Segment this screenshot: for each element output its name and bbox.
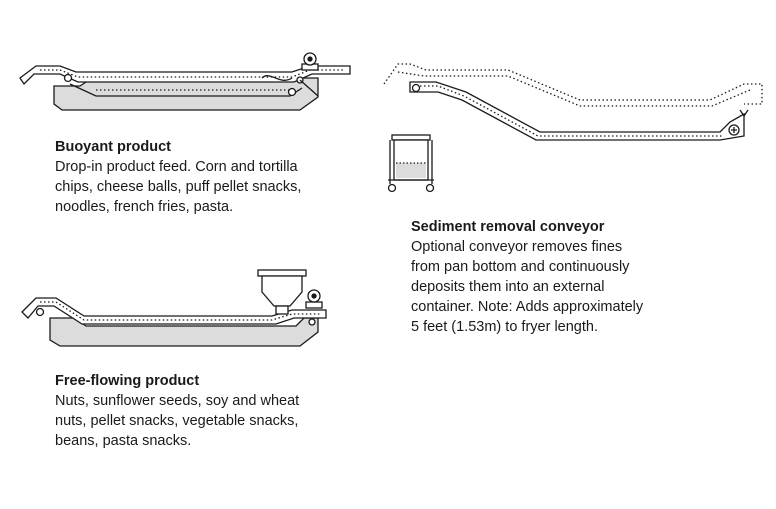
free-flowing-product-caption: Free-flowing product Nuts, sunflower see…	[55, 371, 345, 451]
buoyant-fryer-pan	[53, 77, 319, 111]
free-flowing-product-description: Nuts, sunflower seeds, soy and wheat nut…	[55, 393, 300, 449]
sediment-conveyor-title: Sediment removal conveyor	[411, 219, 605, 235]
buoyant-conveyor-upper	[19, 65, 351, 86]
sediment-conveyor-caption: Sediment removal conveyor Optional conve…	[411, 217, 691, 337]
buoyant-belt-dotted	[40, 69, 344, 78]
buoyant-roller-left	[63, 73, 73, 83]
buoyant-fryer-drawing	[19, 52, 351, 111]
free-flowing-fryer-drawing	[21, 269, 327, 347]
product-hopper-lid	[257, 269, 307, 277]
container-wheel-right	[425, 183, 435, 193]
buoyant-product-title: Buoyant product	[55, 139, 171, 155]
container-lid	[391, 134, 431, 141]
free-flowing-product-title: Free-flowing product	[55, 373, 200, 389]
buoyant-product-description: Drop-in product feed. Corn and tortilla …	[55, 159, 302, 215]
container-wheel-left	[387, 183, 397, 193]
sediment-fryer-outline-dotted	[383, 63, 763, 105]
sediment-conveyor-drawing	[383, 63, 763, 193]
sediment-conveyor-belt	[409, 81, 745, 141]
buoyant-roller-mid	[287, 87, 297, 97]
buoyant-product-caption: Buoyant product Drop-in product feed. Co…	[55, 137, 345, 217]
free-flowing-conveyor	[21, 297, 327, 325]
sediment-conveyor-description: Optional conveyor removes fines from pan…	[411, 239, 644, 335]
product-hopper	[261, 275, 303, 307]
